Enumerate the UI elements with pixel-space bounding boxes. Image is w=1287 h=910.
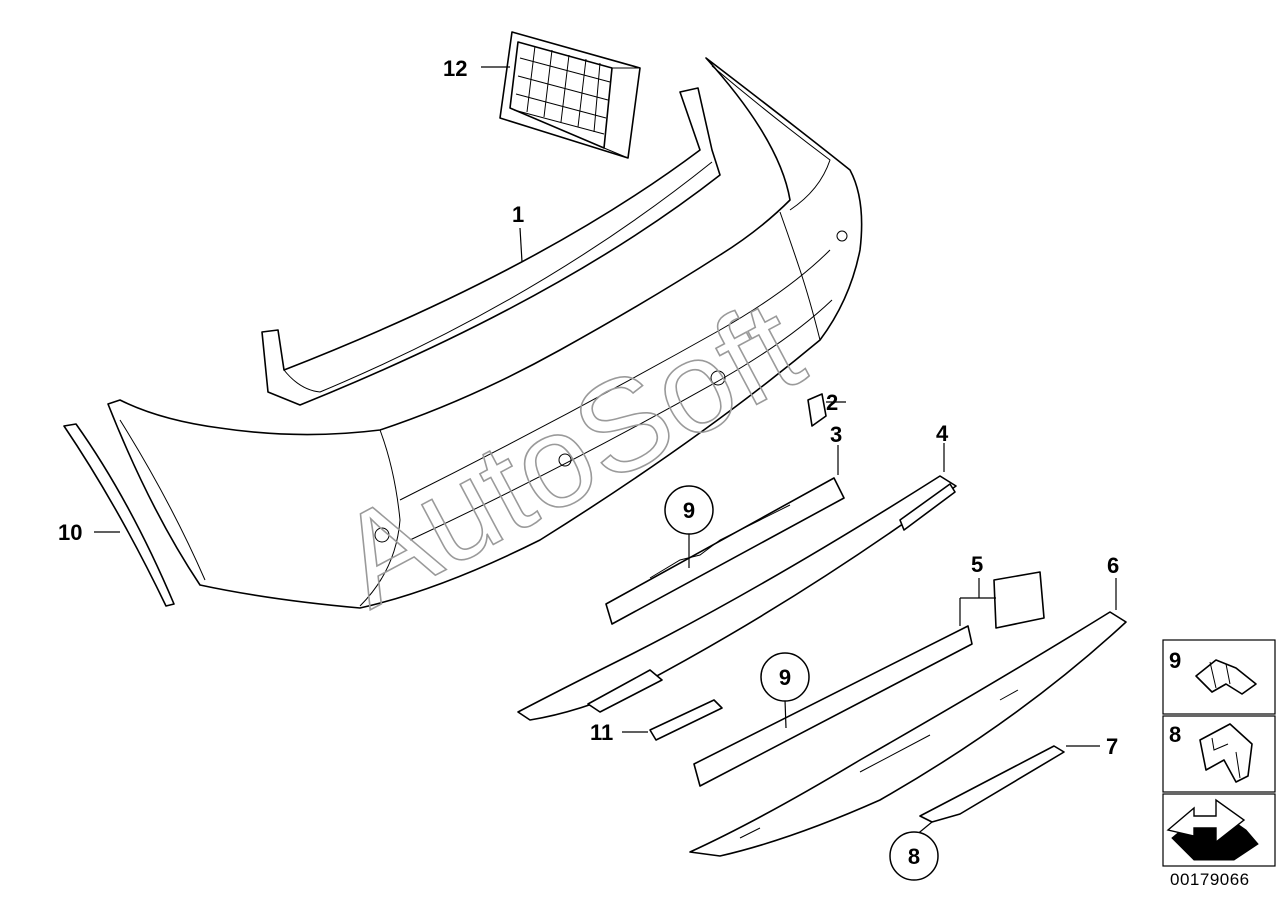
callout-1: 1 bbox=[512, 202, 524, 227]
bumper-cover bbox=[107, 57, 863, 609]
callout-9-top: 9 bbox=[683, 498, 695, 523]
part-6-diffuser bbox=[689, 611, 1127, 857]
callout-5: 5 bbox=[971, 552, 983, 577]
callout-9-mid: 9 bbox=[779, 665, 791, 690]
callout-2: 2 bbox=[826, 390, 838, 415]
callout-7: 7 bbox=[1106, 734, 1118, 759]
legend-label-8: 8 bbox=[1169, 722, 1181, 747]
part-10-side-trim bbox=[63, 423, 175, 607]
callout-6: 6 bbox=[1107, 553, 1119, 578]
legend: 9 8 bbox=[1162, 639, 1276, 867]
callout-4: 4 bbox=[936, 421, 949, 446]
part-11-reflector bbox=[649, 699, 723, 741]
callouts: 12 1 2 3 4 5 6 7 10 11 bbox=[58, 56, 1119, 759]
callout-12: 12 bbox=[443, 56, 467, 81]
part-12-vent-grille bbox=[499, 31, 641, 159]
callout-8-circle: 8 bbox=[908, 844, 920, 869]
callout-11: 11 bbox=[590, 720, 613, 745]
legend-label-9: 9 bbox=[1169, 648, 1181, 673]
part-4-lower-trim bbox=[517, 475, 957, 721]
part-1-upper-trim bbox=[261, 87, 721, 406]
clip-icon bbox=[1195, 659, 1257, 695]
leader-lines bbox=[94, 66, 1117, 837]
arrow-icon bbox=[1166, 798, 1259, 861]
callout-10: 10 bbox=[58, 520, 82, 545]
part-3-bar bbox=[605, 477, 845, 625]
part-7-side-strip bbox=[919, 745, 1065, 823]
bracket-clip-icon bbox=[1199, 723, 1253, 783]
part-2-bracket bbox=[807, 393, 827, 427]
part-5-lower-bar bbox=[693, 571, 1045, 787]
callout-3: 3 bbox=[830, 422, 842, 447]
drawing-number: 00179066 bbox=[1170, 870, 1250, 889]
circled-callouts: 9 9 8 bbox=[664, 485, 939, 881]
